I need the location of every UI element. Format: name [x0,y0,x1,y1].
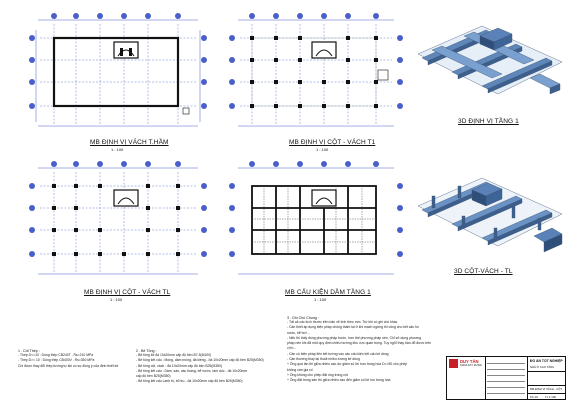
notes-concrete: 2 . Bê Tông : - Bê tông lót đá 10x20mm c… [136,349,264,385]
notes-general-line: pháp nén khi đã một quy định chiều hướng… [287,341,432,346]
notes-general-line: + Ông không cho phép đặt ống trong cột [287,372,348,377]
iso-column-roof-title: 3D CỘT-VÁCH - TL [454,268,513,275]
notes-general-line: + Ông quá lần thi giữa nhiều cao dự giảm… [287,362,408,367]
notes-general: 3 . Ghi Chú Chung : - Tất cả các kích th… [287,316,431,384]
notes-rebar: 1 . Cốt Thép : - Thép D<=10 : Dùng thép … [18,349,118,369]
notes-concrete-line: - Bê tông kết cấu : Dầm, sàn, cầu thang,… [136,368,248,373]
notes-concrete-line: - Bê tông cột, vách : đá 10x20mm cấp độ … [136,363,223,368]
project-subtitle: NHÀ Ở CAO TẦNG [530,365,555,369]
title-block: DUY TÂN KHOA XÂY DỰNG ĐỒ ÁN TỐT NGHIỆP N… [446,356,566,400]
iso-column-roof-drawing [417,177,563,253]
faculty-label: KHOA XÂY DỰNG [460,364,482,367]
notes-concrete-line: - Bê tông kết cấu : Móng, dầm móng, đà k… [136,358,264,363]
iso-floor1-title: 3D ĐỊNH VỊ TẦNG 1 [458,118,519,125]
plan-beam-floor1-scale: 1 : 100 [314,297,327,302]
notes-concrete-line: - Bê tông lót đá 10x20mm cấp độ bền B7.5… [136,353,212,357]
notes-rebar-line: - Thép D>= 10 : Dùng thép CB400V , Rs=35… [18,358,95,363]
logo-text: DUY TÂN [460,359,479,364]
notes-concrete-heading: 2 . Bê Tông : [136,349,157,353]
notes-general-line: vị trí... [287,346,297,351]
logo-mark-icon [449,359,458,368]
project-title: ĐỒ ÁN TỐT NGHIỆP [530,359,563,363]
notes-rebar-line: - Thép D<=10 : Dùng thép CB240T , Rs=210… [18,353,94,357]
drawing-name: MB ĐỊNH VỊ VÁCH - CỘT [530,387,563,391]
notes-general-line: nước, bể bơi ... [287,330,311,335]
notes-rebar-line: Chi được thay đổi thép tương tự khi có s… [18,363,119,368]
iso-floor1-drawing [417,25,563,95]
plan-column-roof-scale: 1 : 100 [110,297,123,302]
notes-general-line: - Cần thiết áp dụng biện pháp chống thấm… [287,325,419,330]
title-block-divider [527,357,528,399]
notes-general-line: - Tất cả các kích thước trên bản vẽ tính… [287,320,398,324]
notes-general-line: - Cần có biện pháp liên kết tường vào cá… [287,351,389,356]
notes-general-heading: 3 . Ghi Chú Chung : [287,316,319,320]
plan-wall-basement-title: MB ĐỊNH VỊ VÁCH T.HẦM [90,139,169,146]
plan-column-floor1-scale: 1 : 100 [316,147,329,152]
sheet-number: KC-01 [530,394,538,399]
plan-column-roof-drawing [29,161,207,275]
title-block-rule [527,371,565,372]
plan-wall-basement-drawing [29,13,207,127]
title-block-rule [527,393,565,394]
plan-beam-floor1-drawing [229,161,403,275]
notes-rebar-heading: 1 . Cốt Thép : [18,349,40,353]
notes-general-line: - Cần thường thay lại thuốt nhiều tương … [287,357,360,362]
notes-concrete-line: cấp độ bền B25(M350) [136,374,171,379]
title-block-divider [485,357,486,399]
plan-column-floor1-drawing [229,13,403,127]
title-block-rule [527,385,565,386]
plan-beam-floor1-title: MB CẤU KIỆN DẦM TẦNG 1 [285,289,371,296]
notes-general-line: - Nếu thi thấy dùng phương pháp bước, hơ… [287,335,422,340]
notes-concrete-line: - Bê tông kết cấu Lanh tô, bổ trụ - đá 1… [136,379,243,384]
plan-column-floor1-title: MB ĐỊNH VỊ CỘT - VÁCH T1 [289,139,376,146]
plan-wall-basement-scale: 1 : 100 [111,147,124,152]
scale-label: TL 1:100 [545,394,556,399]
notes-general-line: không cần gia cố [287,367,313,372]
notes-general-line: + Ông đặt trong sàn thì giữa nhiều cao đ… [287,378,391,383]
plan-column-roof-title: MB ĐỊNH VỊ CỘT - VÁCH TL [84,289,171,296]
